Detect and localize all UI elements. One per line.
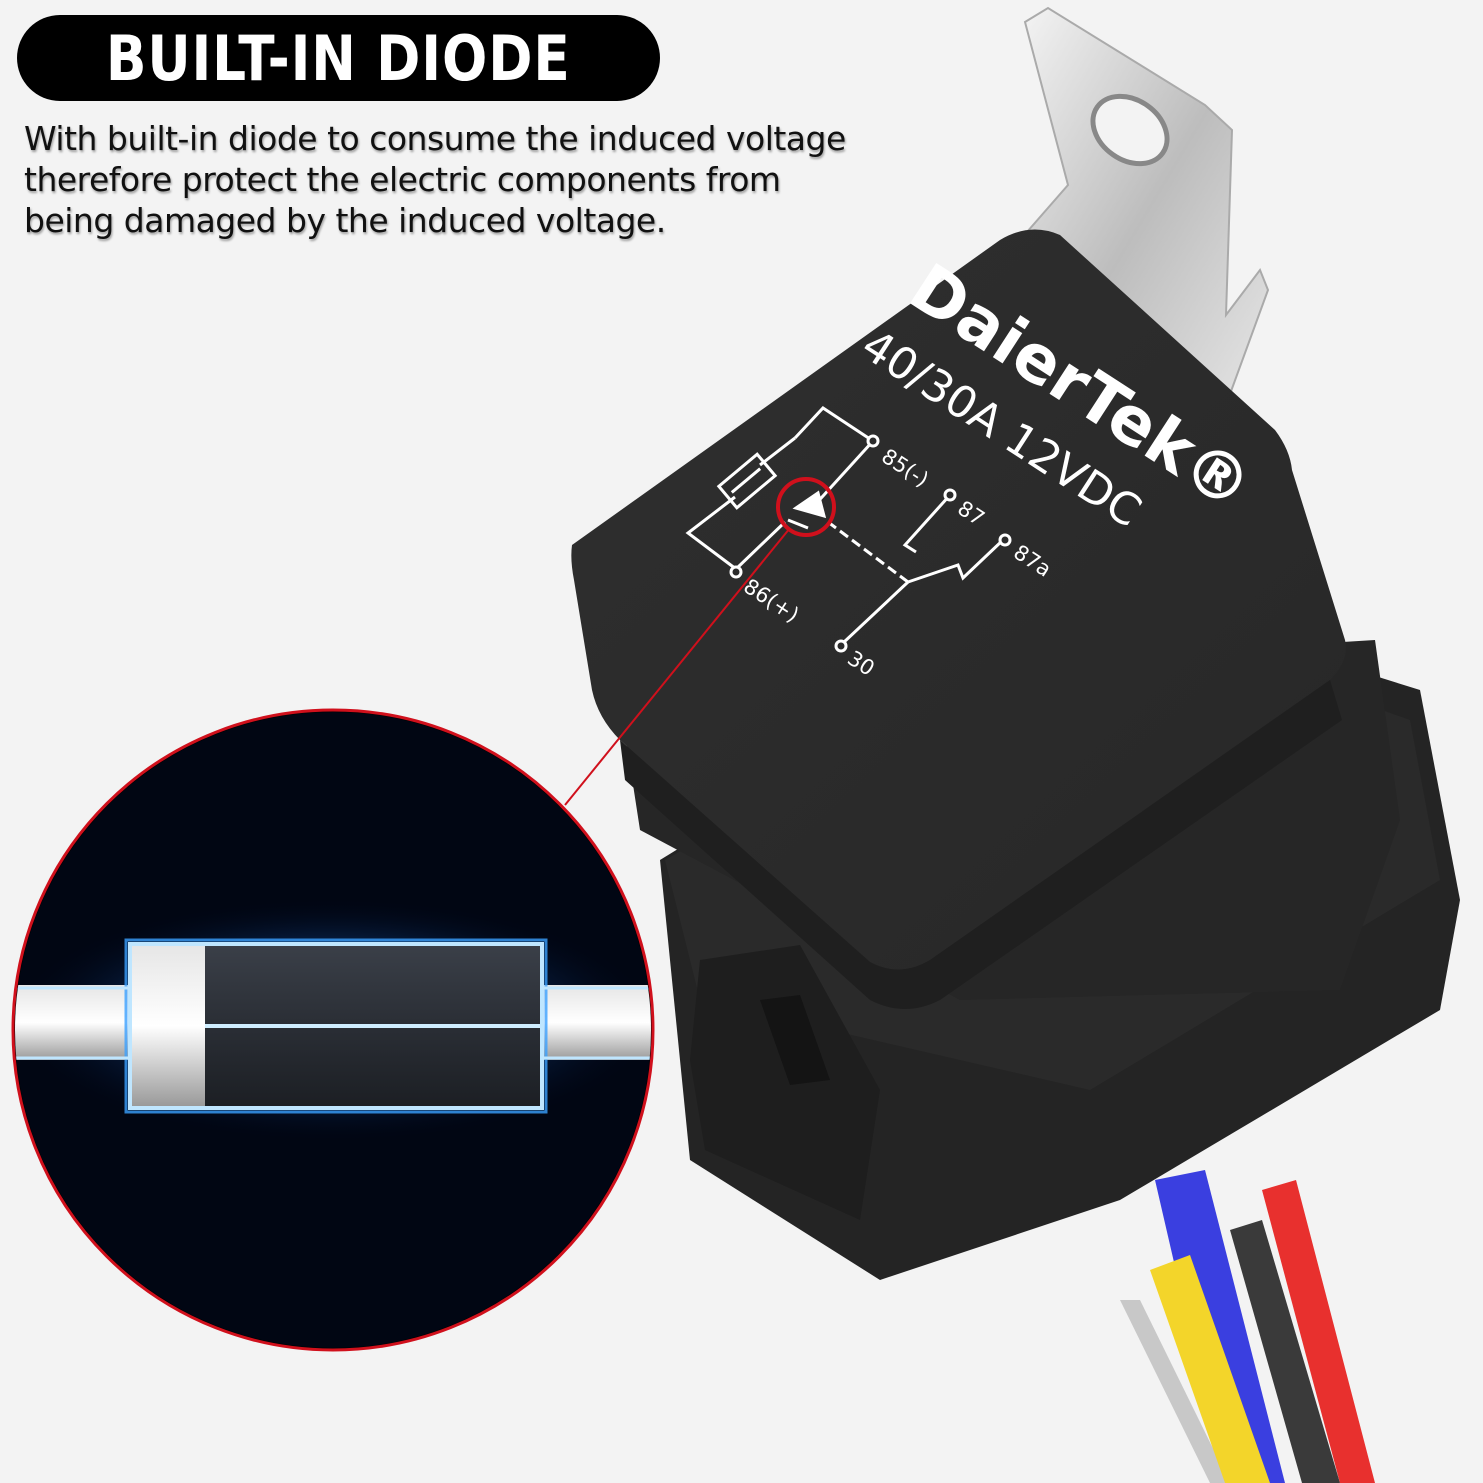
yellow-wire [1150, 1255, 1270, 1483]
diode-closeup-callout [11, 708, 655, 1352]
relay-body [571, 229, 1400, 1009]
feature-description: With built-in diode to consume the induc… [24, 118, 964, 241]
diode-lead-left [15, 985, 140, 1060]
description-line-1: With built-in diode to consume the induc… [24, 119, 846, 158]
diode-symbol [792, 490, 827, 519]
red-wire [1262, 1180, 1375, 1483]
diode-lead-right [535, 985, 651, 1060]
diode-cathode-band [132, 946, 212, 1106]
mounting-hole [1090, 93, 1170, 167]
wire-harness [1120, 1170, 1375, 1483]
feature-title: BUILT-IN DIODE [106, 21, 571, 95]
circuit-schematic [685, 406, 1012, 653]
feature-title-banner: BUILT-IN DIODE [17, 15, 660, 101]
description-line-3: being damaged by the induced voltage. [24, 201, 666, 240]
blue-wire [1155, 1170, 1285, 1483]
black-wire [1230, 1220, 1340, 1483]
description-line-2: therefore protect the electric component… [24, 160, 781, 199]
diode-highlight-ring [776, 477, 836, 537]
clear-wire [1120, 1300, 1230, 1483]
socket-latch [690, 945, 880, 1220]
callout-pointer-line [564, 527, 791, 806]
